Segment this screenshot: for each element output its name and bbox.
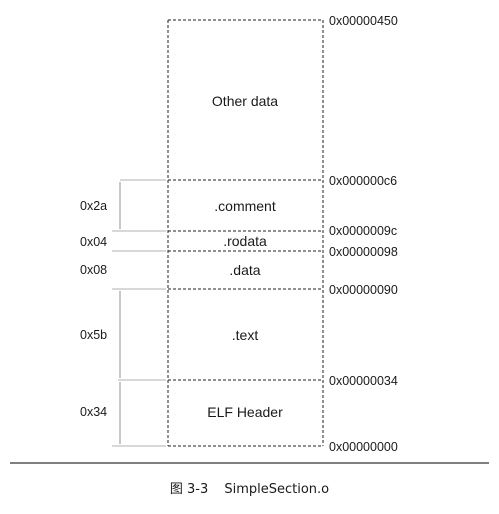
figure-number: 图 3-3 <box>169 482 209 497</box>
address-label-9c: 0x0000009c <box>329 224 397 238</box>
section-label-rodata: .rodata <box>223 233 267 249</box>
section-label-data: .data <box>229 262 260 278</box>
size-label-text: 0x5b <box>80 328 107 342</box>
section-label-other-data: Other data <box>212 93 278 109</box>
address-label-c6: 0x000000c6 <box>329 174 397 188</box>
figure-caption: 图 3-3 SimpleSection.o <box>0 478 499 497</box>
address-label-98: 0x00000098 <box>329 245 398 259</box>
section-label-elf-header: ELF Header <box>207 404 283 420</box>
address-label-34: 0x00000034 <box>329 374 398 388</box>
size-label-rodata: 0x04 <box>80 235 107 249</box>
section-label-text: .text <box>232 327 259 343</box>
figure-title: SimpleSection.o <box>224 482 330 497</box>
address-label-450: 0x00000450 <box>329 14 398 28</box>
size-label-elf-header: 0x34 <box>80 405 107 419</box>
address-label-00: 0x00000000 <box>329 440 398 454</box>
size-label-data: 0x08 <box>80 263 107 277</box>
section-label-comment: .comment <box>214 198 276 214</box>
address-label-90: 0x00000090 <box>329 283 398 297</box>
size-label-comment: 0x2a <box>80 199 107 213</box>
